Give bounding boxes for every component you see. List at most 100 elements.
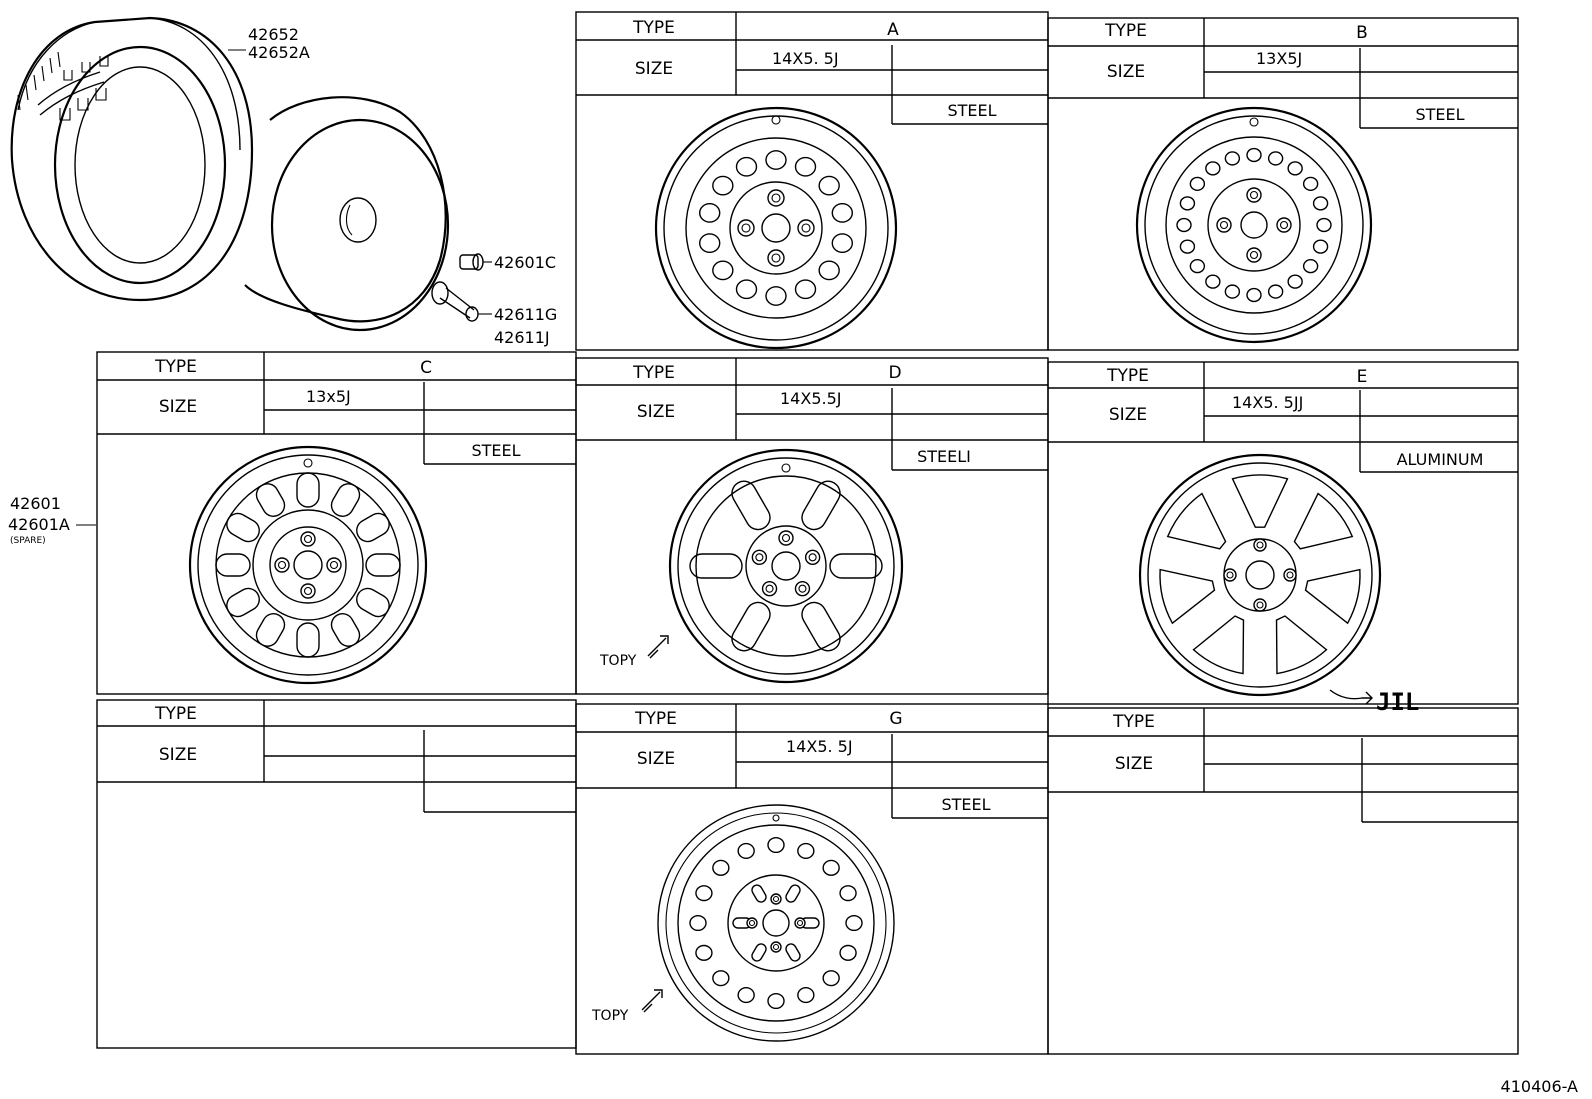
- wheel-g-drawing: [657, 804, 895, 1042]
- vent-hole: [839, 944, 857, 961]
- vent-hole: [1267, 284, 1284, 299]
- panel-type-e: TYPE SIZE E 14X5. 5JJ ALUMINUM JIL: [1047, 361, 1519, 716]
- wheel-slot: [255, 613, 286, 647]
- lug-boss: [794, 917, 806, 929]
- size-e-value: 14X5. 5JJ: [1232, 393, 1303, 412]
- type-label: TYPE: [1104, 21, 1147, 41]
- vent-hole: [818, 175, 840, 196]
- vent-hole: [794, 279, 817, 300]
- vent-hole: [1267, 151, 1284, 166]
- spoke-window: [1231, 474, 1289, 528]
- vent-hole: [797, 987, 815, 1004]
- wheel-c-drawing: [188, 445, 428, 685]
- lug-boss: [746, 917, 758, 929]
- wheel-slot: [296, 472, 320, 508]
- lug-boss: [1283, 568, 1297, 582]
- type-label: TYPE: [154, 704, 197, 724]
- lug-hole: [329, 560, 339, 570]
- lug-hole: [741, 223, 751, 233]
- size-label: SIZE: [1115, 754, 1153, 774]
- wheel-illustration: [244, 96, 450, 332]
- size-g-value: 14X5. 5J: [786, 737, 853, 756]
- lug-boss: [1223, 568, 1237, 582]
- type-g-value: G: [889, 709, 902, 729]
- vent-hole: [1205, 274, 1221, 289]
- wheel-slot: [226, 512, 260, 543]
- lug-hole: [1256, 601, 1264, 609]
- wheel-slot: [801, 480, 841, 531]
- spoke-window: [1166, 492, 1227, 550]
- vent-hole: [831, 202, 853, 223]
- vent-hole: [767, 992, 785, 1010]
- spoke-window: [1304, 568, 1361, 625]
- spoke-window: [1192, 615, 1245, 675]
- tire-part-number: 42652: [248, 25, 299, 44]
- lug-hole: [771, 253, 781, 263]
- wheel-slot: [330, 483, 361, 517]
- size-d-value: 14X5.5J: [780, 389, 841, 408]
- lug-boss: [751, 549, 768, 566]
- panel-empty-left: TYPE SIZE: [96, 699, 577, 1049]
- vent-hole: [765, 150, 787, 170]
- lug-boss: [300, 531, 316, 547]
- lug-boss: [770, 893, 782, 905]
- lug-boss: [761, 580, 778, 597]
- type-label: TYPE: [632, 18, 675, 38]
- size-label: SIZE: [159, 745, 197, 765]
- drawing-id: 410406-A: [1501, 1077, 1579, 1096]
- lug-boss: [1216, 217, 1232, 233]
- vent-hole: [831, 233, 853, 254]
- material-d-value: STEELI: [917, 447, 971, 466]
- lug-hole: [1226, 571, 1234, 579]
- lug-hole: [1219, 220, 1229, 230]
- lug-boss: [770, 941, 782, 953]
- wheel-slot: [689, 553, 743, 579]
- wheel-slot: [296, 622, 320, 658]
- vent-hole: [1224, 284, 1241, 299]
- vent-hole: [735, 279, 758, 300]
- vent-hole: [765, 286, 787, 306]
- material-g-value: STEEL: [941, 795, 990, 814]
- wheel-slot: [356, 512, 390, 543]
- vent-hole: [712, 175, 734, 196]
- vent-hole: [1205, 161, 1221, 176]
- valve-part-number: 42611G: [494, 305, 557, 324]
- lug-boss: [794, 580, 811, 597]
- tire-illustration: [10, 16, 254, 302]
- size-label: SIZE: [635, 59, 673, 79]
- topy-marking: TOPY: [591, 1008, 629, 1024]
- wheel-d-drawing: [668, 448, 904, 684]
- size-label: SIZE: [637, 402, 675, 422]
- lug-boss: [1276, 217, 1292, 233]
- lug-boss: [274, 557, 290, 573]
- wheel-e-drawing: [1138, 453, 1382, 697]
- type-label: TYPE: [1112, 712, 1155, 732]
- logo-arrow-icon: [1329, 689, 1373, 705]
- valve-part-number-alt: 42611J: [494, 328, 550, 347]
- wheel-b-drawing: [1135, 106, 1373, 344]
- vent-hole: [822, 970, 840, 987]
- vent-hole: [818, 260, 840, 281]
- topy-arrow-icon: [641, 989, 663, 1013]
- vent-hole: [1189, 259, 1206, 274]
- wheel-slot: [751, 884, 767, 903]
- material-b-value: STEEL: [1415, 105, 1464, 124]
- lug-boss: [778, 530, 794, 546]
- tire-part-number-alt: 42652A: [248, 43, 310, 62]
- lug-hole: [1286, 571, 1294, 579]
- vent-hole: [1312, 196, 1329, 211]
- lug-hole: [303, 586, 313, 596]
- lug-hole: [277, 560, 287, 570]
- material-e-value: ALUMINUM: [1397, 450, 1484, 469]
- wheel-slot: [365, 553, 401, 577]
- nut-illustration: [459, 253, 492, 271]
- wheel-part-number: 42601: [10, 494, 61, 513]
- vent-hole: [767, 836, 785, 854]
- lug-boss: [1246, 247, 1262, 263]
- vent-hole: [1287, 161, 1303, 176]
- vent-hole: [1287, 274, 1303, 289]
- wheel-part-number-spare: 42601A: [8, 515, 70, 534]
- size-b-value: 13X5J: [1256, 49, 1302, 68]
- vent-hole: [1179, 239, 1196, 254]
